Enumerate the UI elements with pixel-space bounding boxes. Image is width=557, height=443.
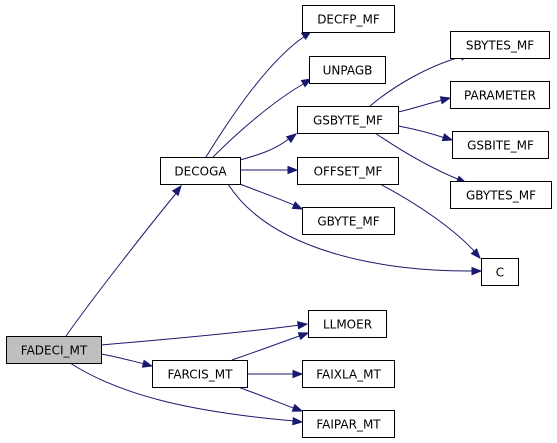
edge-farcis-to-faixla <box>246 369 304 379</box>
node-box[interactable] <box>152 360 248 388</box>
arrow-head <box>300 78 313 88</box>
node-box[interactable] <box>302 360 395 388</box>
edge-gsbyte-to-gsbite <box>397 125 454 142</box>
node-box[interactable] <box>452 131 549 159</box>
node-label: GBYTE_MF <box>317 215 379 229</box>
edge-fadeci-to-llmoer <box>100 321 309 346</box>
arrow-head <box>297 332 310 341</box>
edge-line <box>212 82 306 158</box>
node-box[interactable] <box>297 106 399 134</box>
nodes-layer: FADECI_MT DECOGA FARCIS_MT DECFP_MF UNPAGB GS… <box>6 5 552 438</box>
node-label: FARCIS_MT <box>168 368 234 382</box>
node-box[interactable] <box>309 56 386 84</box>
node-label: FADECI_MT <box>21 344 88 358</box>
edge-offset-to-c <box>379 183 481 260</box>
node-gsbyte[interactable]: GSBYTE_MF <box>297 106 399 134</box>
edge-line <box>239 137 291 161</box>
node-label: PARAMETER <box>464 89 536 103</box>
node-faixla[interactable]: FAIXLA_MT <box>302 360 395 388</box>
arrow-head <box>171 184 182 197</box>
edge-line <box>374 132 461 181</box>
edge-decoga-to-unpagb <box>212 78 313 158</box>
node-llmoer[interactable]: LLMOER <box>308 310 387 338</box>
edge-farcis-to-llmoer <box>231 332 310 361</box>
arrow-head <box>285 133 298 144</box>
arrow-head <box>439 96 452 105</box>
edge-line <box>397 99 444 113</box>
arrow-head <box>291 201 304 210</box>
arrow-head <box>287 165 299 175</box>
node-faipar[interactable]: FAIPAR_MT <box>302 410 395 438</box>
edge-decoga-to-offset <box>240 165 299 175</box>
edge-decoga-to-decfp <box>205 30 313 158</box>
node-box[interactable] <box>450 81 550 109</box>
edge-decoga-to-c <box>227 183 483 276</box>
edge-gsbyte-to-parameter <box>397 96 452 113</box>
node-box[interactable] <box>160 157 241 185</box>
edge-line <box>379 183 477 254</box>
node-box[interactable] <box>302 410 395 438</box>
node-gbytes[interactable]: GBYTES_MF <box>450 181 552 209</box>
arrow-head <box>441 133 454 142</box>
arrow-head <box>470 248 481 260</box>
edge-line <box>69 362 296 422</box>
edge-line <box>227 183 475 272</box>
node-label: LLMOER <box>323 318 372 332</box>
node-unpagb[interactable]: UNPAGB <box>309 56 386 84</box>
node-offset[interactable]: OFFSET_MF <box>297 157 399 185</box>
edge-farcis-to-faipar <box>237 386 304 412</box>
node-box[interactable] <box>302 207 395 235</box>
node-box[interactable] <box>481 258 519 286</box>
arrow-head <box>471 266 483 276</box>
arrow-head <box>292 369 304 379</box>
node-label: FAIPAR_MT <box>316 418 381 432</box>
edge-line <box>239 183 297 207</box>
node-label: GBYTES_MF <box>466 189 536 203</box>
edge-fadeci-to-farcis <box>100 353 154 368</box>
edge-fadeci-to-faipar <box>69 362 304 426</box>
arrow-head <box>141 359 154 368</box>
node-box[interactable] <box>308 310 387 338</box>
node-decfp[interactable]: DECFP_MF <box>302 5 395 33</box>
node-box[interactable] <box>297 157 399 185</box>
node-label: UNPAGB <box>323 64 373 78</box>
node-label: DECOGA <box>174 165 227 179</box>
arrow-head <box>292 416 304 426</box>
edge-line <box>231 334 303 361</box>
arrow-head <box>291 403 304 412</box>
arrow-head <box>297 321 309 330</box>
node-parameter[interactable]: PARAMETER <box>450 81 550 109</box>
edge-line <box>237 386 297 410</box>
edges-layer <box>65 30 483 426</box>
node-label: GSBITE_MF <box>467 139 534 153</box>
edge-line <box>100 353 146 365</box>
node-label: GSBYTE_MF <box>313 114 383 128</box>
node-decoga[interactable]: DECOGA <box>160 157 241 185</box>
edge-line <box>100 324 301 346</box>
edge-line <box>65 190 179 337</box>
node-box[interactable] <box>6 336 102 364</box>
node-box[interactable] <box>302 5 395 33</box>
node-label: OFFSET_MF <box>314 165 383 179</box>
node-c[interactable]: C <box>481 258 519 286</box>
node-label: C <box>496 266 504 280</box>
edge-line <box>397 125 446 139</box>
edge-decoga-to-gsbyte <box>239 133 298 161</box>
node-label: DECFP_MF <box>317 13 380 27</box>
edge-line <box>369 55 465 107</box>
node-farcis[interactable]: FARCIS_MT <box>152 360 248 388</box>
node-label: FAIXLA_MT <box>316 368 381 382</box>
node-sbytes[interactable]: SBYTES_MF <box>450 31 550 59</box>
node-gbyte[interactable]: GBYTE_MF <box>302 207 395 235</box>
node-box[interactable] <box>450 31 550 59</box>
edge-decoga-to-gbyte <box>239 183 304 210</box>
node-box[interactable] <box>450 181 552 209</box>
edge-fadeci-to-decoga <box>65 184 182 337</box>
node-fadeci[interactable]: FADECI_MT <box>6 336 102 364</box>
edge-line <box>205 35 306 158</box>
node-gsbite[interactable]: GSBITE_MF <box>452 131 549 159</box>
node-label: SBYTES_MF <box>466 39 534 53</box>
